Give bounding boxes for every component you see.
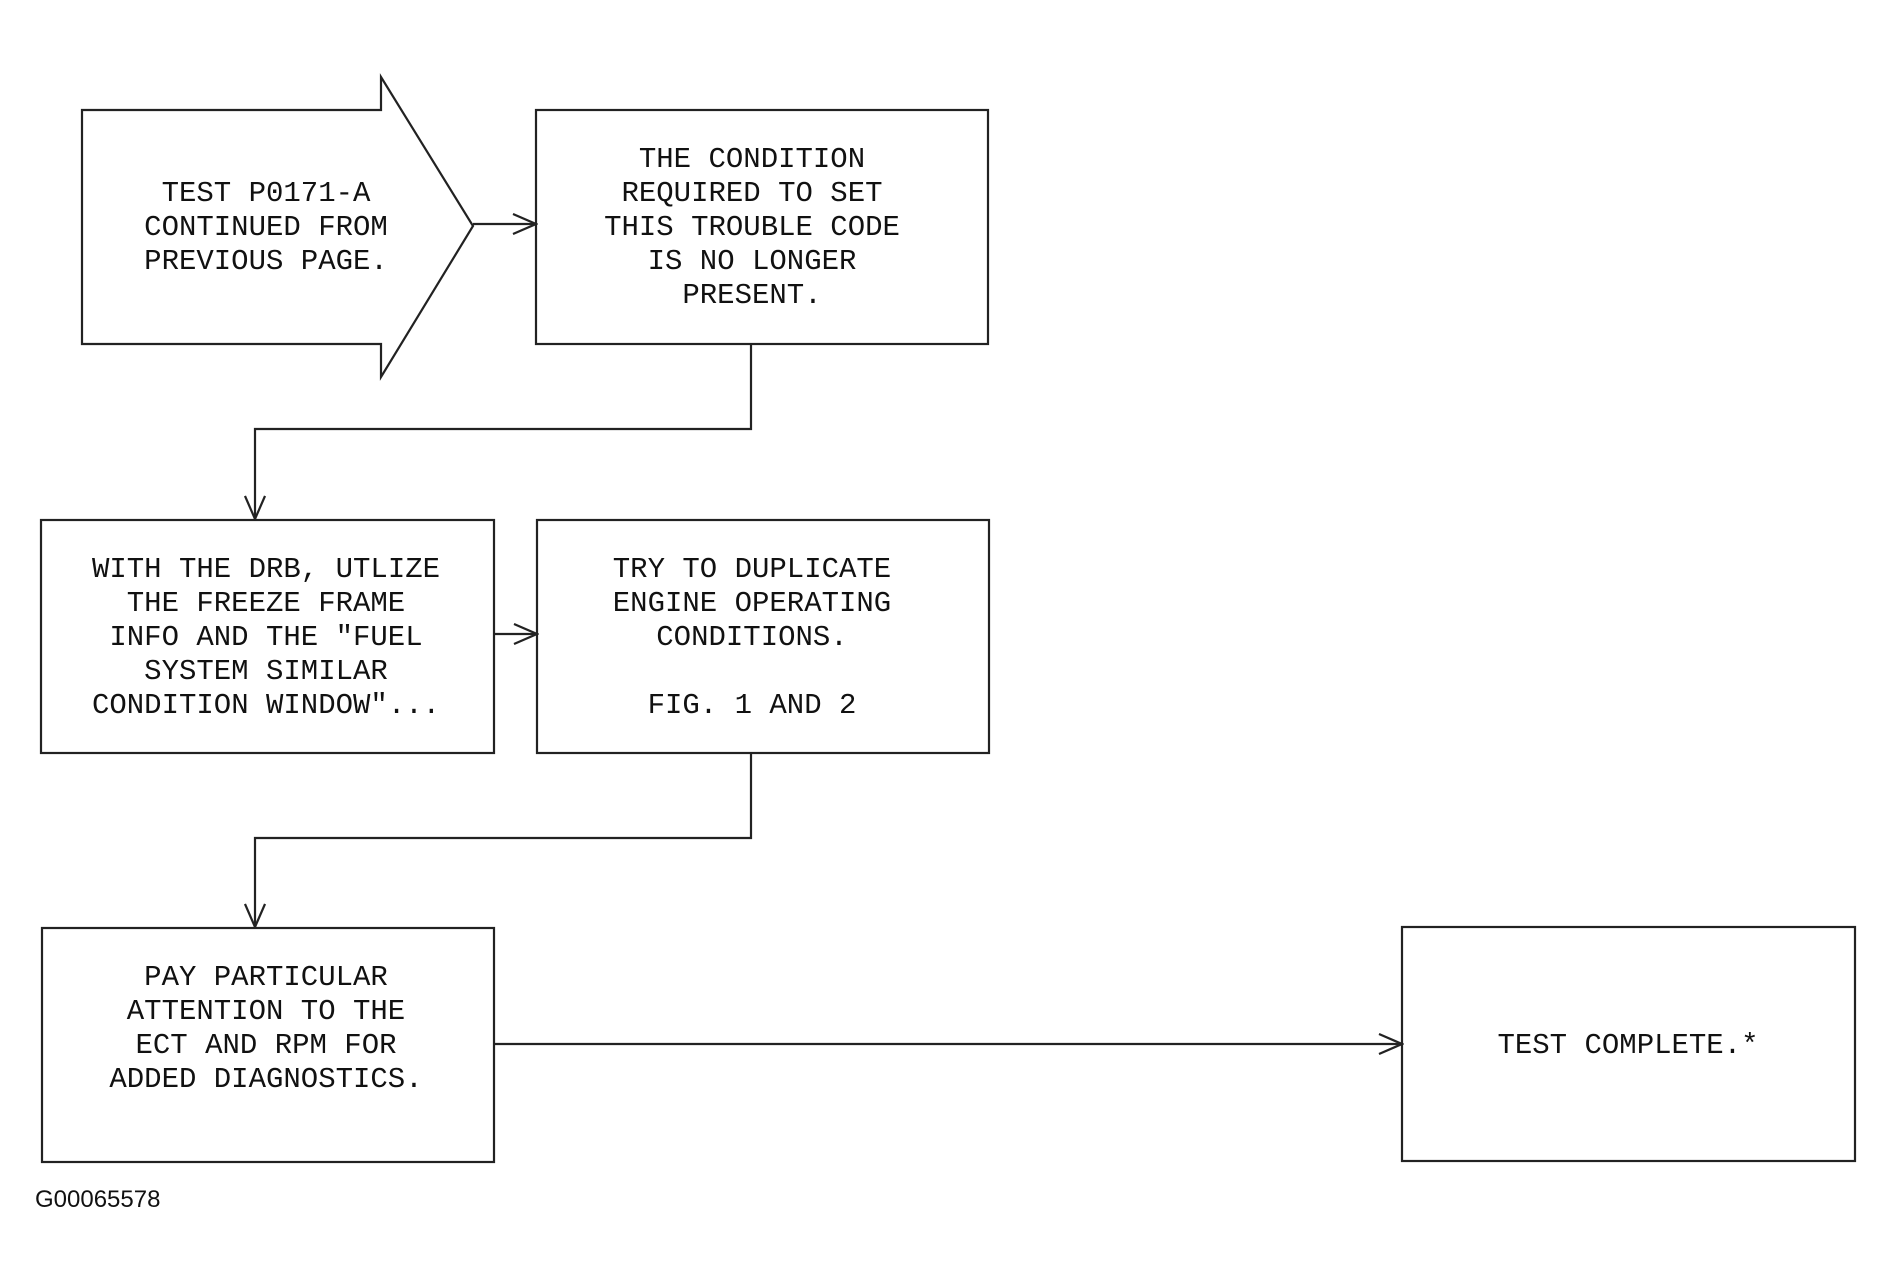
connector-duplicate-to-attention [255,753,753,927]
box-text-line: THE FREEZE FRAME [127,587,405,620]
box-text-line: FIG. 1 AND 2 [648,689,857,722]
box-text-line: REQUIRED TO SET [621,177,882,210]
figure-id: G00065578 [35,1186,161,1213]
box-text-line: TEST COMPLETE.* [1497,1029,1758,1062]
box-text-line: SYSTEM SIMILAR [144,655,388,688]
box-text-line: ADDED DIAGNOSTICS. [109,1063,422,1096]
box-text-line: CONTINUED FROM [144,211,388,244]
box-text-line: THIS TROUBLE CODE [604,211,900,244]
box-text-line: THE CONDITION [639,143,865,176]
box-text-line: ECT AND RPM FOR [135,1029,396,1062]
box-text-line: ATTENTION TO THE [127,995,405,1028]
box-text-line: PAY PARTICULAR [144,961,388,994]
box-text-line: WITH THE DRB, UTLIZE [92,553,440,586]
box-text-line: TRY TO DUPLICATE [613,553,891,586]
box-text-line: CONDITION WINDOW"... [92,689,440,722]
box-text-line: PREVIOUS PAGE. [144,245,388,278]
connector-condition-to-drb [255,344,753,519]
complete-text: TEST COMPLETE.* [1497,1029,1758,1062]
box-text-line: PRESENT. [682,279,821,312]
start-block-arrow [80,73,475,381]
box-text-line: ENGINE OPERATING [613,587,891,620]
box-text-line: CONDITIONS. [656,621,847,654]
box-text-line: TEST P0171-A [162,177,371,210]
box-text-line: IS NO LONGER [648,245,857,278]
box-text-line: INFO AND THE "FUEL [109,621,422,654]
drb-box [39,518,496,755]
